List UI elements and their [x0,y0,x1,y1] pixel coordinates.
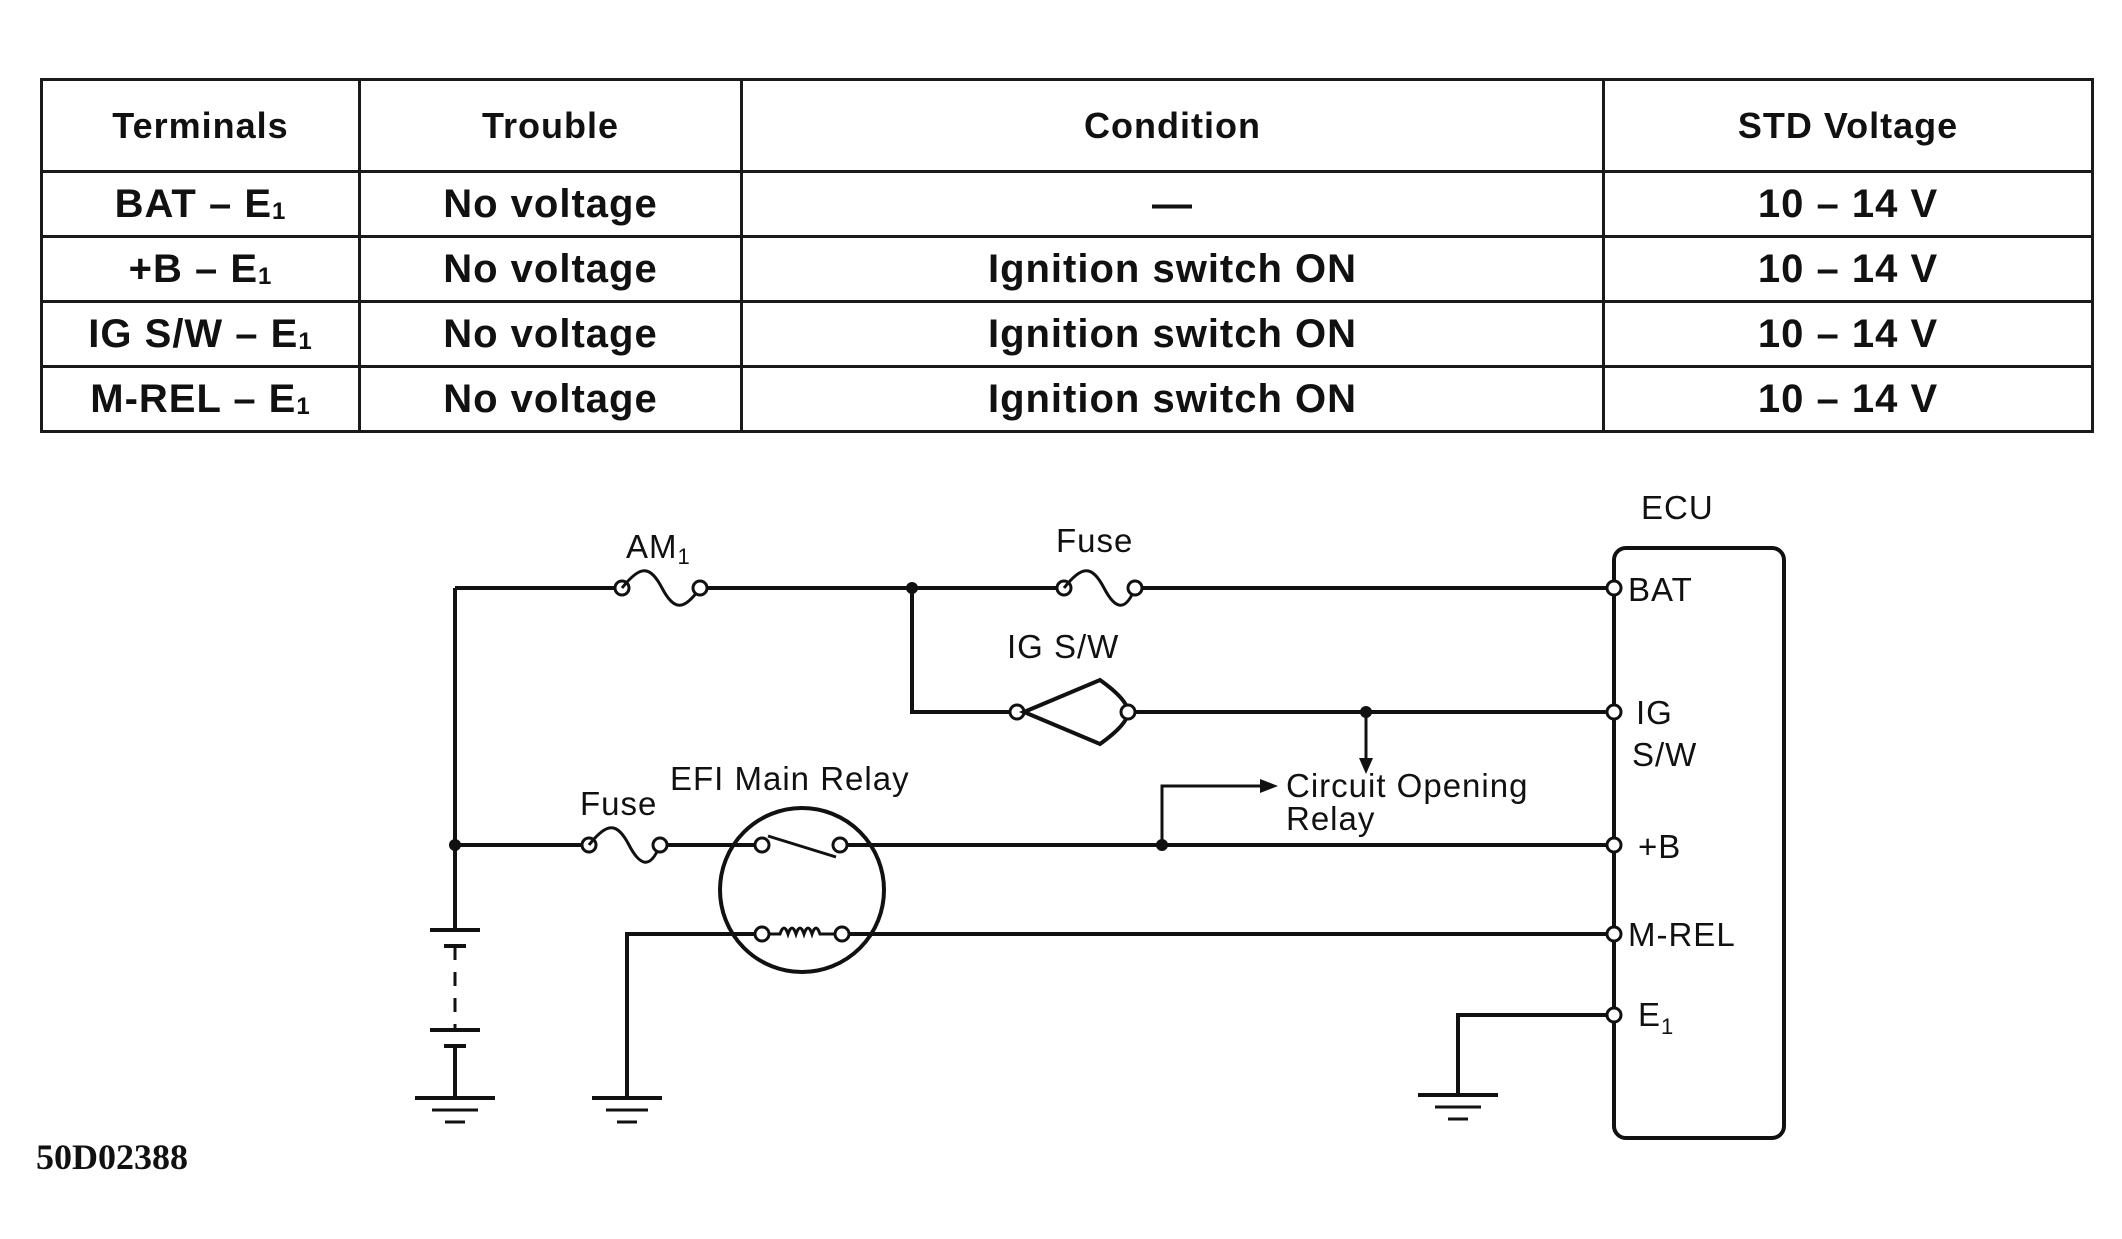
left-fuse-icon [580,826,669,864]
battery-icon [430,928,480,1098]
e1-ground-wire [1456,1013,1614,1095]
m-rel-terminal [1605,925,1623,943]
ecu-pin-m-rel: M-REL [1628,916,1736,953]
circuit-opening-label-line1: Circuit Opening [1286,767,1528,804]
terminal-text: IG S/W – E [88,311,299,356]
cell-trouble: No voltage [358,365,743,433]
ig-sw-branch-wire [910,588,1010,714]
terminal-subscript: 1 [272,197,287,225]
header-terminals: Terminals [40,78,361,173]
b-to-circuit-opening-wire [1160,784,1262,845]
header-condition: Condition [740,78,1605,173]
top-fuse-label: Fuse [1056,522,1133,559]
cell-trouble: No voltage [358,235,743,303]
circuit-opening-label-line2: Relay [1286,800,1375,837]
table-header-row: Terminals Trouble Condition STD Voltage [40,78,2094,173]
table-row: BAT – E1 No voltage — 10 – 14 V [40,170,2094,238]
header-trouble: Trouble [358,78,743,173]
efi-main-relay-label: EFI Main Relay [670,760,910,797]
header-std-voltage: STD Voltage [1602,78,2094,173]
relay-coil-ground-wire [625,932,755,1098]
ecu-pin-e1-sub: 1 [1661,1014,1674,1039]
ignition-switch-icon [1008,677,1137,747]
bat-terminal [1605,579,1623,597]
ig-sw-label: IG S/W [1007,628,1119,665]
terminal-subscript: 1 [296,392,311,420]
terminal-text: BAT – E [114,181,273,226]
cell-voltage: 10 – 14 V [1602,365,2094,433]
cell-voltage: 10 – 14 V [1602,170,2094,238]
ecu-pin-ig-line1: IG [1636,694,1673,731]
table-row: +B – E1 No voltage Ignition switch ON 10… [40,235,2094,303]
cell-trouble: No voltage [358,300,743,368]
b-terminal [1605,836,1623,854]
terminal-text: M-REL – E [90,376,297,421]
cell-condition: Ignition switch ON [740,235,1605,303]
cell-terminal: +B – E1 [40,235,361,303]
ground-icon [1418,1093,1498,1121]
ground-icon [592,1096,662,1124]
cell-trouble: No voltage [358,170,743,238]
arrow-right-icon [1260,779,1278,793]
efi-main-relay-icon [718,806,886,974]
am1-label-text: AM [626,528,678,565]
am1-fuse-icon [613,569,709,607]
terminal-subscript: 1 [298,327,313,355]
table-row: IG S/W – E1 No voltage Ignition switch O… [40,300,2094,368]
ecu-label: ECU [1641,489,1714,526]
ecu-pin-bat: BAT [1628,571,1693,608]
am1-label-sub: 1 [678,544,691,569]
ecu-pin-e1: E1 [1638,996,1674,1039]
left-fuse-label: Fuse [580,785,657,822]
cell-voltage: 10 – 14 V [1602,235,2094,303]
cell-voltage: 10 – 14 V [1602,300,2094,368]
ecu-pin-e1-text: E [1638,996,1661,1033]
arrow-down-icon [1359,758,1373,774]
cell-condition: Ignition switch ON [740,300,1605,368]
am1-label: AM1 [626,528,691,569]
cell-condition: — [740,170,1605,238]
cell-terminal: M-REL – E1 [40,365,361,433]
e1-terminal [1605,1006,1623,1024]
ground-icon [415,1096,495,1124]
figure-code: 50D02388 [36,1137,188,1177]
terminal-text: +B – E [128,246,259,291]
ig-sw-terminal [1605,703,1623,721]
spec-table: Terminals Trouble Condition STD Voltage … [40,78,2094,433]
table-row: M-REL – E1 No voltage Ignition switch ON… [40,365,2094,433]
ecu-pin-ig-line2: S/W [1632,736,1697,773]
cell-condition: Ignition switch ON [740,365,1605,433]
terminal-subscript: 1 [258,262,273,290]
cell-terminal: BAT – E1 [40,170,361,238]
cell-terminal: IG S/W – E1 [40,300,361,368]
top-fuse-icon [1055,569,1144,607]
ecu-pin-b: +B [1638,828,1681,865]
